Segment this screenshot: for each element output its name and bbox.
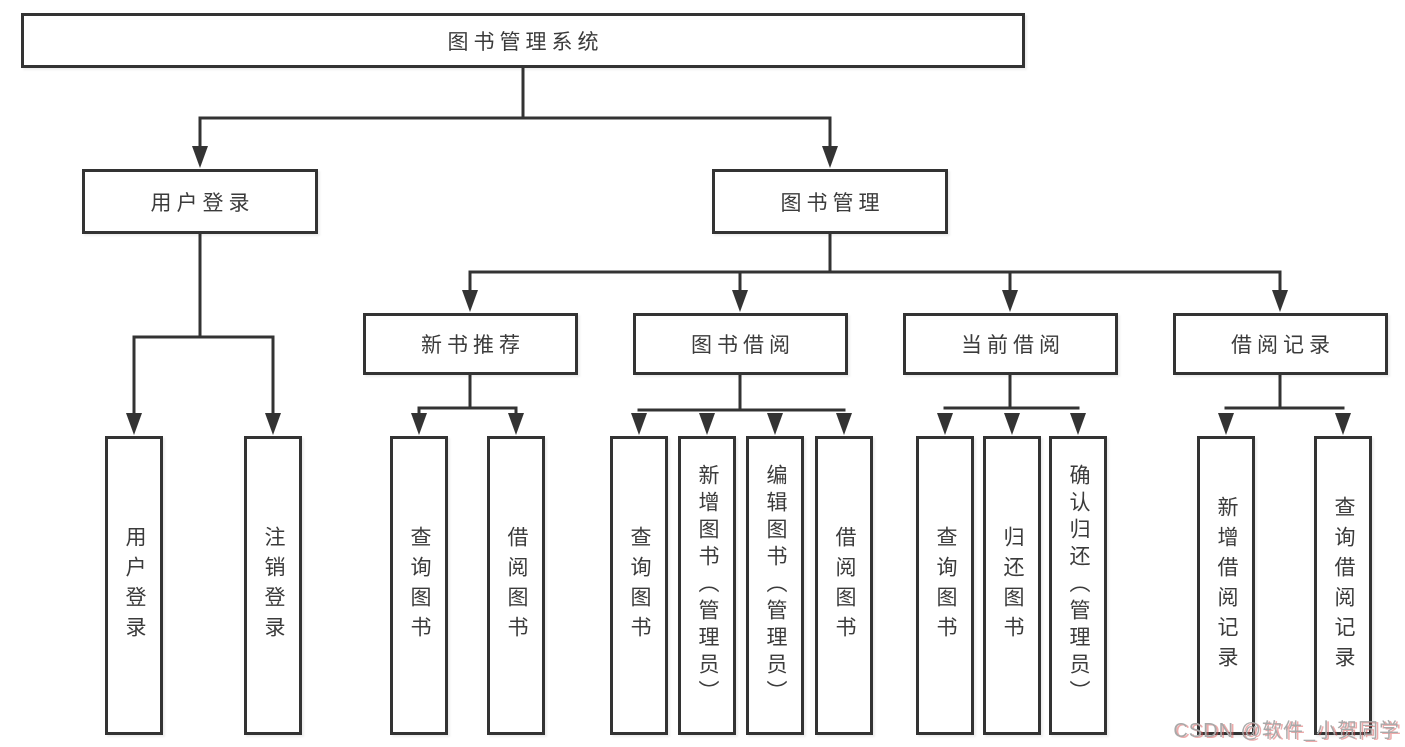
leaf-borrow-borrow-books-label: 借阅图书 [833, 525, 856, 646]
leaf-records-add-record-label: 新增借阅记录 [1215, 495, 1238, 676]
leaf-current-query-books: 查询图书 [916, 436, 974, 735]
leaf-borrow-query-books-label: 查询图书 [628, 525, 651, 646]
leaf-current-query-books-label: 查询图书 [934, 525, 957, 646]
leaf-records-query-record-label: 查询借阅记录 [1332, 495, 1355, 676]
leaf-newbook-query-books-label: 查询图书 [408, 525, 431, 646]
leaf-borrow-query-books: 查询图书 [610, 436, 668, 735]
node-book-borrow: 图书借阅 [633, 313, 848, 375]
leaf-borrow-add-books-admin: 新增图书（管理员） [678, 436, 736, 735]
leaf-borrow-add-books-admin-label: 新增图书（管理员） [696, 464, 719, 707]
connector-user-login-branch [126, 232, 281, 435]
csdn-watermark: CSDN @软件_小贺同学 [1173, 720, 1400, 742]
connector-book-management-branch [462, 232, 1288, 312]
node-book-management: 图书管理 [712, 169, 948, 234]
leaf-current-confirm-return-admin-label: 确认归还（管理员） [1067, 464, 1090, 707]
connector-current-borrow-branch [937, 373, 1086, 435]
leaf-user-login: 用户登录 [105, 436, 163, 735]
connector-root-to-level2 [192, 66, 838, 168]
leaf-current-confirm-return-admin: 确认归还（管理员） [1049, 436, 1107, 735]
leaf-logout-label: 注销登录 [262, 525, 285, 646]
node-current-borrow: 当前借阅 [903, 313, 1118, 375]
node-library-management-system: 图书管理系统 [21, 13, 1025, 68]
leaf-newbook-query-books: 查询图书 [390, 436, 448, 735]
leaf-newbook-borrow-books-label: 借阅图书 [505, 525, 528, 646]
leaf-current-return-books: 归还图书 [983, 436, 1041, 735]
leaf-borrow-borrow-books: 借阅图书 [815, 436, 873, 735]
leaf-records-query-record: 查询借阅记录 [1314, 436, 1372, 735]
leaf-records-add-record: 新增借阅记录 [1197, 436, 1255, 735]
node-new-book-recommend: 新书推荐 [363, 313, 578, 375]
leaf-borrow-edit-books-admin-label: 编辑图书（管理员） [764, 464, 787, 707]
leaf-current-return-books-label: 归还图书 [1001, 525, 1024, 646]
connector-borrow-records-branch [1218, 373, 1351, 435]
leaf-newbook-borrow-books: 借阅图书 [487, 436, 545, 735]
leaf-borrow-edit-books-admin: 编辑图书（管理员） [746, 436, 804, 735]
connector-new-book-branch [411, 373, 524, 435]
node-borrow-records: 借阅记录 [1173, 313, 1388, 375]
connector-book-borrow-branch [631, 373, 852, 435]
leaf-logout: 注销登录 [244, 436, 302, 735]
leaf-user-login-label: 用户登录 [123, 525, 146, 646]
node-user-login: 用户登录 [82, 169, 318, 234]
